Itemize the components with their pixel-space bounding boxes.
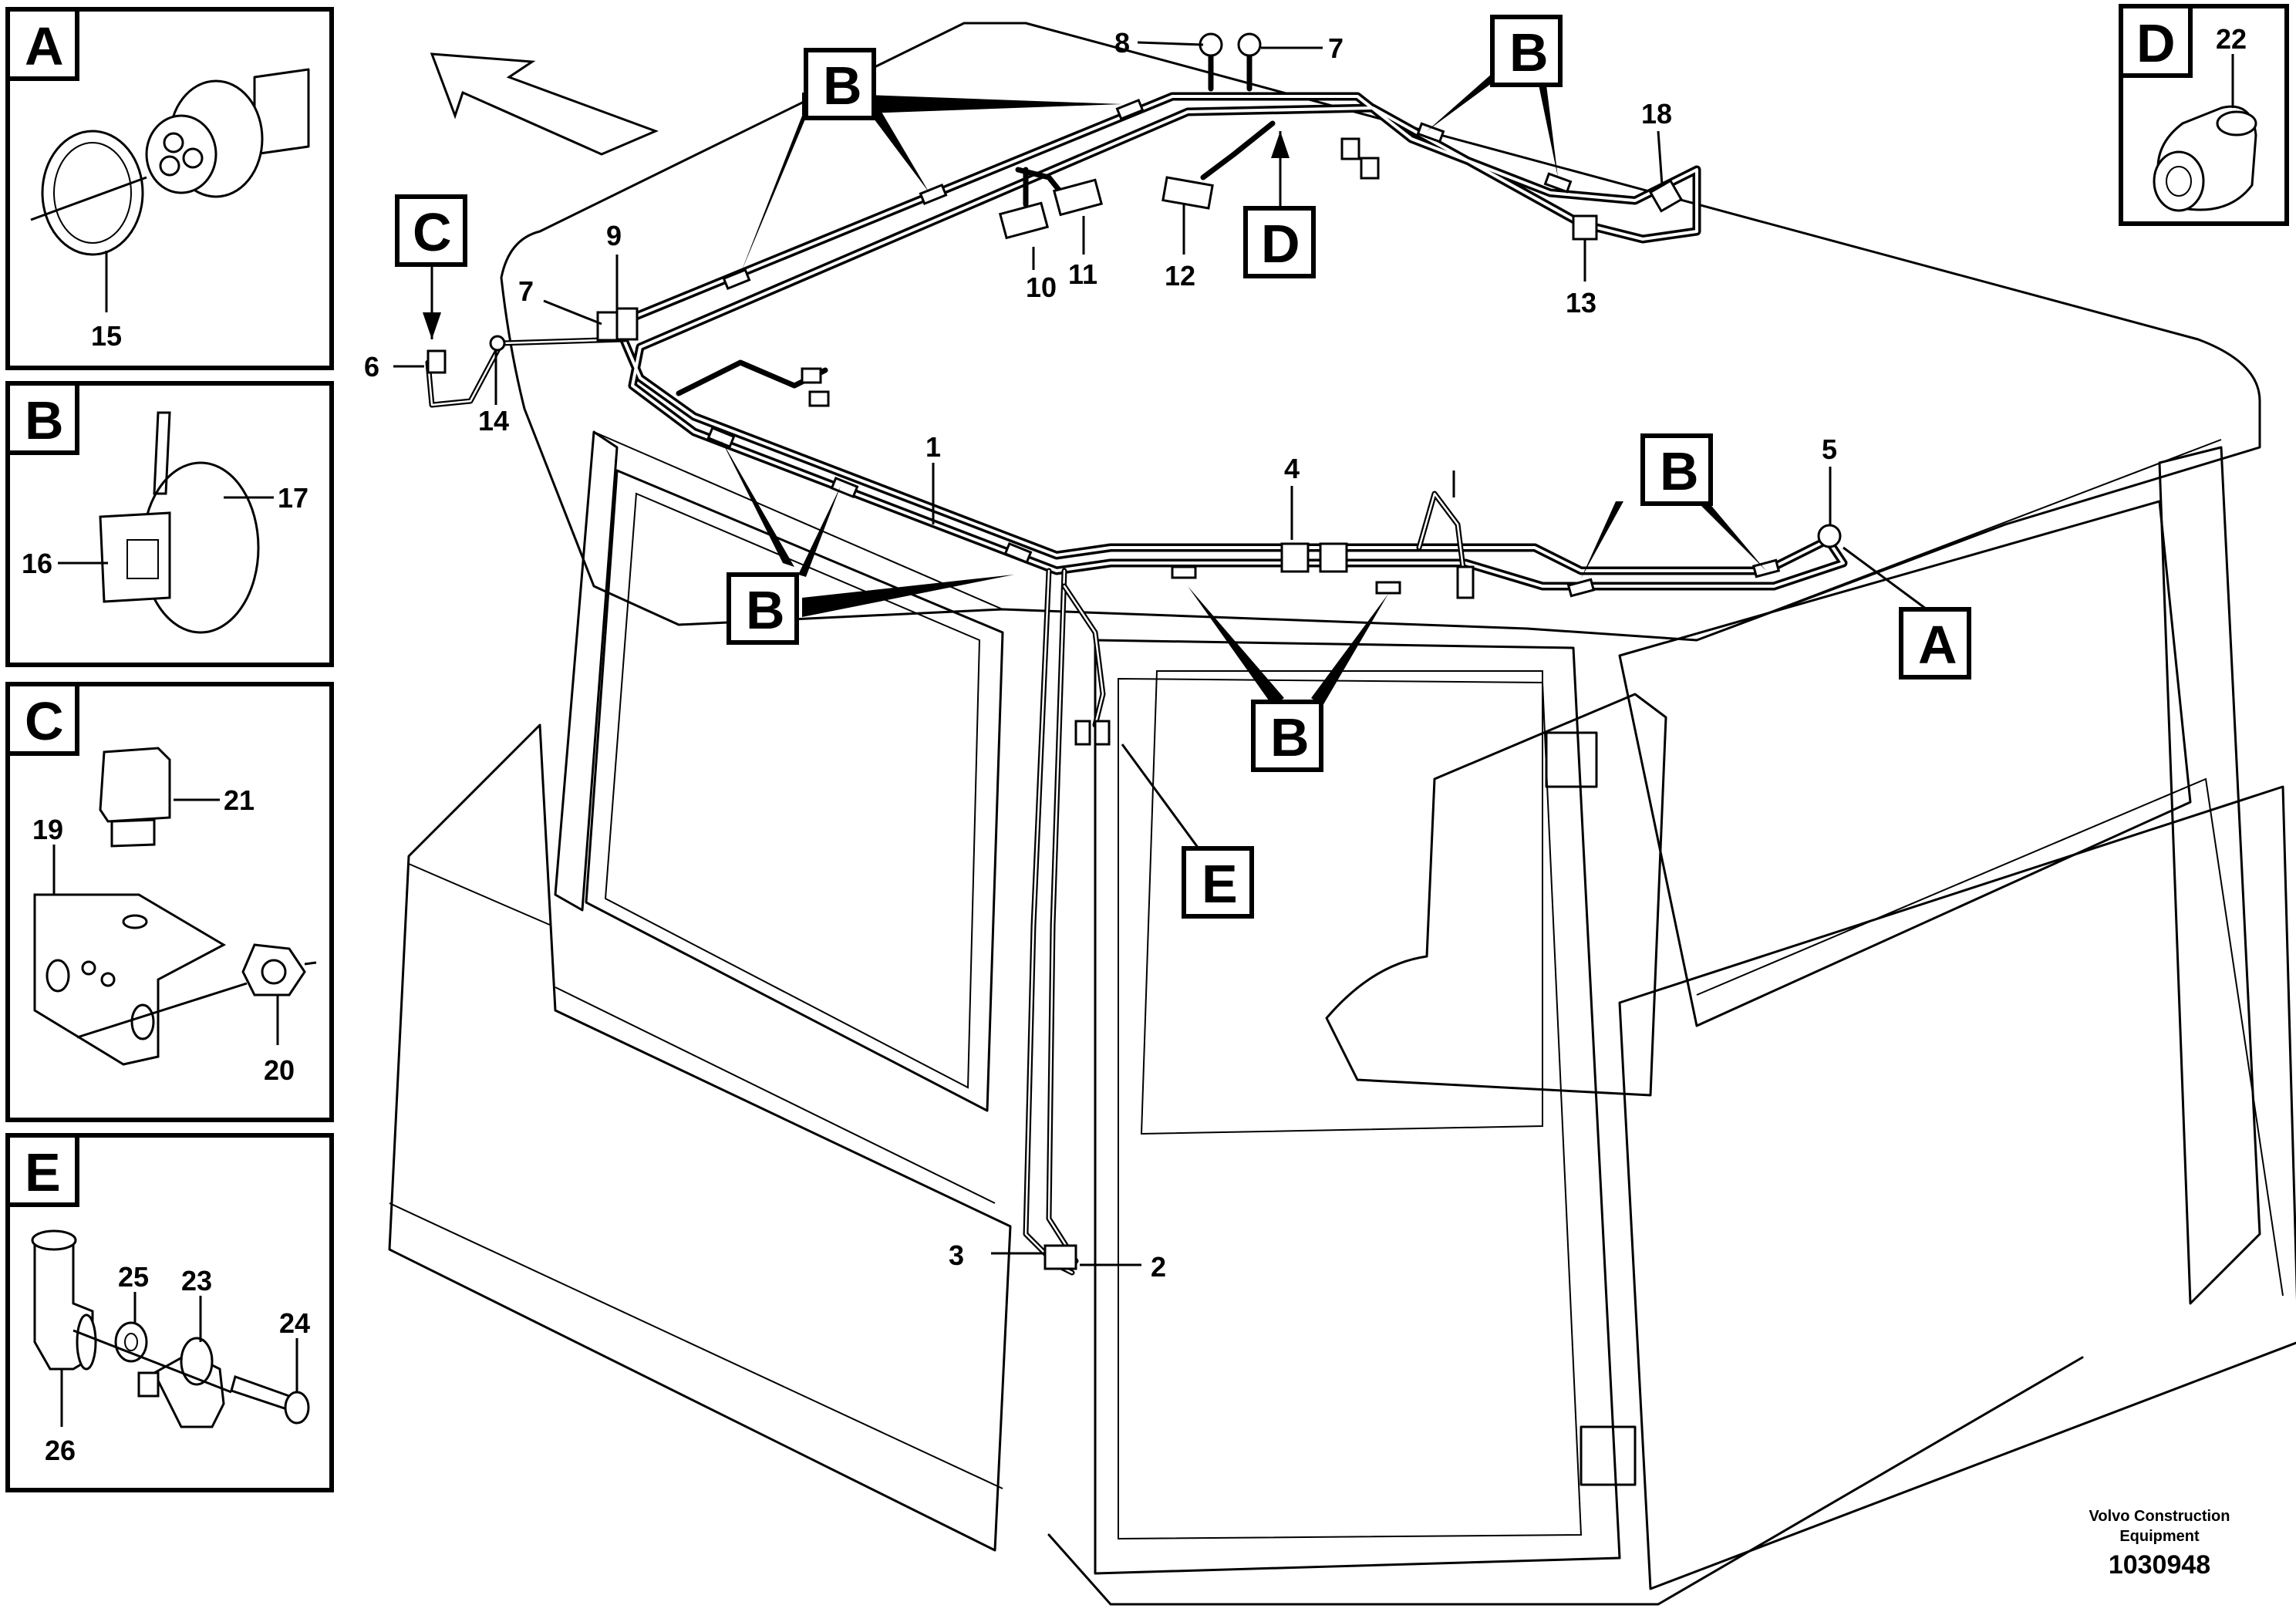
- watermark-line-2: Equipment: [2119, 1528, 2200, 1545]
- connector-e-2: [1094, 720, 1111, 746]
- retaining-ring-15: [41, 130, 144, 256]
- callout-6: 6: [364, 351, 379, 383]
- right-body: [1618, 785, 2296, 1590]
- main-callouts: 8 7 9 7 6 14 10 11 12 13 18 1 4 5 3 2: [364, 27, 1837, 1283]
- clip-8-left: [615, 307, 639, 341]
- grommet-7-top: [1237, 32, 1262, 57]
- callout-8-top: 8: [1114, 27, 1130, 59]
- callout-2: 2: [1151, 1251, 1166, 1283]
- rear-right-post: [2158, 446, 2261, 1305]
- sensor-21: [99, 747, 171, 823]
- connector-5: [1817, 524, 1842, 548]
- cab-harness: [425, 43, 1848, 1276]
- cab-outline: [388, 22, 2296, 1606]
- callout-7-top: 7: [1328, 32, 1344, 64]
- leader-lines: [393, 41, 1933, 1266]
- callout-11: 12: [1165, 260, 1195, 292]
- door-hinge-bottom: [1580, 1425, 1637, 1486]
- callout-1: 1: [925, 431, 941, 463]
- callout-13: 18: [1641, 98, 1672, 130]
- watermark: Volvo Construction Equipment 1030948: [2089, 1508, 2230, 1580]
- harness-parts: [426, 32, 1842, 1270]
- callout-14: 14: [478, 405, 509, 437]
- ref-letter-e: E: [1202, 854, 1238, 914]
- connector-18: [1456, 565, 1475, 599]
- washer-25: [114, 1321, 148, 1363]
- grommet-8-top: [1199, 32, 1223, 57]
- callout-7-left: 7: [518, 275, 534, 307]
- connector-2-3: [1043, 1244, 1077, 1270]
- tie-base-16: [99, 511, 171, 603]
- panel-b-callout-16: 16: [22, 548, 52, 579]
- right-window: [1618, 500, 2192, 1027]
- ref-letter-b-5: B: [1660, 441, 1699, 501]
- floor-edge: [1047, 1356, 2084, 1606]
- connector-13: [1648, 179, 1684, 213]
- front-window: [585, 469, 1004, 1112]
- cab-door: [1094, 639, 1621, 1575]
- relay-4b: [1319, 542, 1348, 573]
- harness-main-loop: [612, 92, 1848, 591]
- grommet-14: [489, 335, 506, 352]
- ref-letter-d: D: [1261, 214, 1300, 274]
- detail-panel-b: B 17 16: [5, 381, 334, 667]
- panel-c-letter: C: [25, 691, 64, 751]
- ref-letter-a: A: [1918, 615, 1957, 675]
- connector-e-1: [1074, 720, 1091, 746]
- panel-a-callout-15: 15: [91, 320, 122, 352]
- detail-panel-e: E 26 25 23 24: [5, 1133, 334, 1492]
- connector-10: [1052, 178, 1104, 217]
- callout-12: 13: [1566, 287, 1596, 319]
- sensor-6: [426, 349, 447, 374]
- panel-c-callout-21: 21: [224, 784, 255, 816]
- panel-e-callout-26: 26: [45, 1435, 76, 1466]
- ref-letter-c: C: [413, 202, 452, 262]
- ref-letter-b-3: B: [746, 580, 785, 640]
- left-body: [388, 723, 1012, 1552]
- callout-4: 4: [1284, 453, 1300, 484]
- panel-c-callout-20: 20: [264, 1054, 295, 1086]
- ref-letter-b-4: B: [1270, 707, 1310, 767]
- panel-e-callout-25: 25: [118, 1261, 149, 1293]
- callout-5: 5: [1822, 433, 1837, 465]
- operator-seat: [1325, 693, 1667, 1097]
- connector-12: [1572, 214, 1598, 241]
- panel-e-callout-23: 23: [181, 1265, 212, 1297]
- callout-8-left: 9: [606, 220, 622, 251]
- relay-4a: [1280, 542, 1310, 573]
- detail-panel-c: C 21 19 20: [5, 682, 334, 1122]
- door-hinge-top: [1545, 731, 1598, 788]
- callout-10: 11: [1068, 258, 1097, 290]
- detail-panel-d: D 22: [2119, 4, 2289, 226]
- drawing-number: 1030948: [2109, 1550, 2210, 1580]
- panel-b-letter: B: [25, 390, 64, 450]
- callout-9: 10: [1026, 271, 1057, 303]
- panel-e-letter: E: [25, 1142, 61, 1202]
- panel-e-callout-24: 24: [279, 1307, 310, 1339]
- panel-a-letter: A: [25, 16, 64, 76]
- reference-letter-boxes: B B B B B C D E A: [395, 15, 1971, 919]
- panel-b-callout-17: 17: [278, 482, 308, 514]
- roof-outline: [500, 22, 2261, 642]
- forward-direction-arrow: [430, 52, 659, 156]
- detail-panel-a: A 15: [5, 7, 334, 370]
- ref-letter-b-1: B: [823, 56, 862, 116]
- cable-tie-17: [153, 411, 171, 495]
- watermark-line-1: Volvo Construction: [2089, 1508, 2230, 1525]
- panel-c-callout-19: 19: [32, 814, 63, 845]
- connector-9: [998, 201, 1050, 240]
- harness-branch-6: [425, 336, 628, 408]
- bracket-19: [33, 893, 227, 1066]
- connector-11: [1161, 176, 1214, 210]
- roof-inner-edge: [593, 431, 2222, 641]
- front-left-post: [554, 430, 619, 912]
- panel-d-letter: D: [2136, 13, 2176, 73]
- harness-clips-b: [706, 98, 1781, 598]
- ref-letter-b-2: B: [1509, 22, 1549, 83]
- panel-d-callout-22: 22: [2216, 23, 2247, 55]
- callout-3: 3: [949, 1239, 964, 1271]
